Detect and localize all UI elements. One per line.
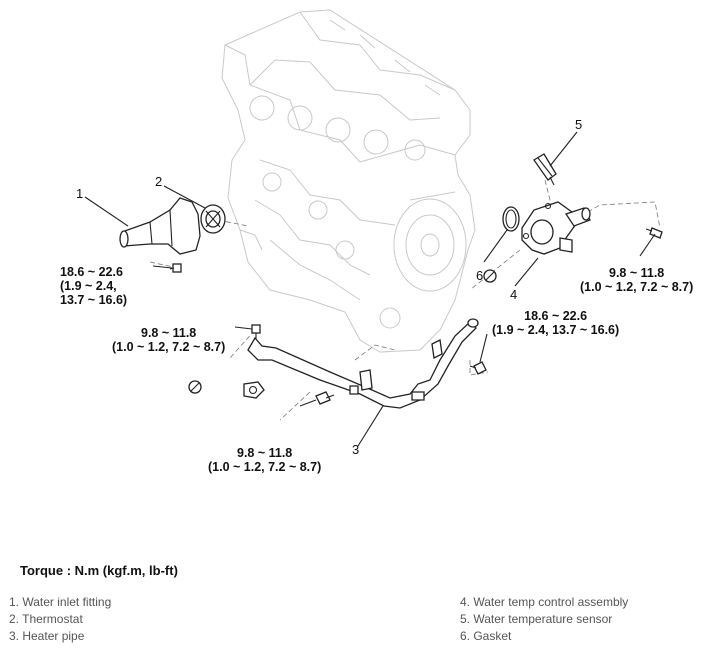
callout-5: 5 — [575, 117, 583, 132]
callout-6: 6 — [476, 268, 484, 283]
bolt-icon — [169, 263, 182, 273]
torque-spec-heater-pipe-lower: 9.8 ~ 11.8 (1.0 ~ 1.2, 7.2 ~ 8.7) — [208, 446, 322, 474]
water-inlet-fitting — [119, 197, 201, 255]
callout-2: 2 — [155, 174, 163, 189]
torque-spec-inlet-fitting: 18.6 ~ 22.6 (1.9 ~ 2.4, 13.7 ~ 16.6) — [60, 265, 128, 307]
engine-block — [221, 9, 476, 353]
callout-4: 4 — [510, 287, 518, 302]
torque-spec-heater-pipe-upper: 9.8 ~ 11.8 (1.0 ~ 1.2, 7.2 ~ 8.7) — [112, 326, 226, 354]
no-reuse-icon — [483, 269, 497, 283]
gasket — [502, 206, 520, 232]
callout-1: 1 — [76, 186, 84, 201]
bolt-icon — [251, 324, 261, 339]
parts-legend-left: 1. Water inlet fitting 2. Thermostat 3. … — [9, 594, 111, 645]
legend-item: 5. Water temperature sensor — [460, 612, 613, 626]
torque-spec-right-bolt: 9.8 ~ 11.8 (1.0 ~ 1.2, 7.2 ~ 8.7) — [580, 266, 694, 294]
heater-pipe — [247, 318, 479, 409]
bolt-icon — [645, 227, 663, 239]
leader-arrows — [84, 131, 656, 447]
bolt-icon — [315, 391, 335, 405]
legend-item: 3. Heater pipe — [9, 629, 85, 643]
torque-spec-control-assembly: 18.6 ~ 22.6 (1.9 ~ 2.4, 13.7 ~ 16.6) — [492, 309, 620, 337]
bolt-icon — [469, 361, 487, 375]
legend-item: 4. Water temp control assembly — [460, 595, 629, 609]
exploded-view-diagram — [84, 9, 663, 447]
heater-pipe-gasket — [243, 381, 265, 399]
callout-3: 3 — [352, 442, 360, 457]
torque-units-title: Torque : N.m (kgf.m, lb-ft) — [20, 563, 178, 578]
legend-item: 1. Water inlet fitting — [9, 595, 112, 609]
legend-item: 2. Thermostat — [9, 612, 83, 626]
water-temperature-sensor — [533, 153, 557, 186]
no-reuse-icon — [188, 380, 202, 394]
alignment-lines — [149, 179, 661, 421]
water-temp-control-assembly — [521, 201, 591, 255]
thermostat — [200, 204, 226, 234]
legend-item: 6. Gasket — [460, 629, 512, 643]
parts-legend-right: 4. Water temp control assembly 5. Water … — [460, 594, 628, 645]
